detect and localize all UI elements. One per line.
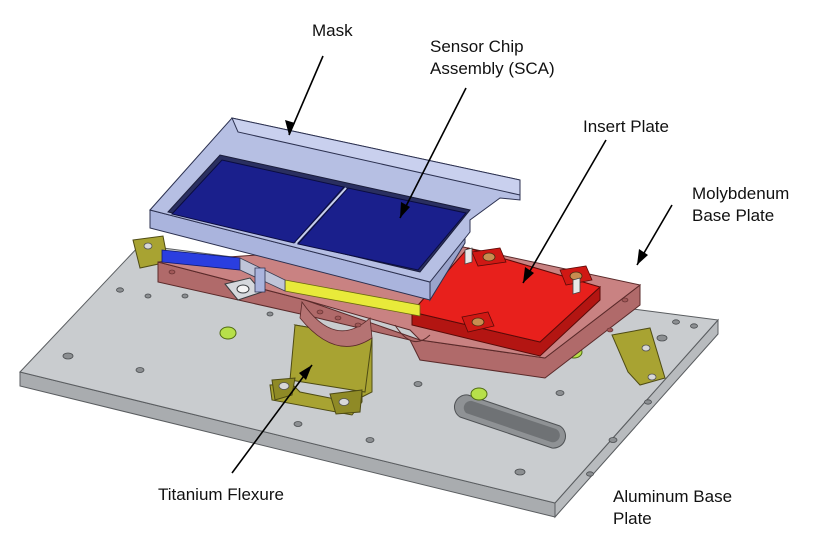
label-mask-text: Mask	[312, 21, 353, 40]
label-insert-plate-text: Insert Plate	[583, 117, 669, 136]
mount-block	[224, 247, 581, 301]
label-mask: Mask	[312, 20, 353, 42]
label-alu-line2: Plate	[613, 509, 652, 528]
arrow-titanium-flexure	[231, 364, 313, 474]
arrowhead-insert-plate	[523, 267, 534, 283]
arrow-insert-plate	[522, 139, 607, 284]
label-sca-line2: Assembly (SCA)	[430, 59, 555, 78]
arrow-mask	[288, 55, 324, 136]
arrowhead-moly-plate	[637, 249, 648, 265]
aluminum-plate-slot	[454, 394, 566, 449]
arrow-sca	[399, 87, 467, 219]
label-sensor-chip-assembly: Sensor Chip Assembly (SCA)	[430, 36, 555, 80]
titanium-flexure-right	[611, 327, 666, 386]
arrowhead-mask	[285, 120, 295, 135]
label-moly-line1: Molybdenum	[692, 184, 790, 203]
label-aluminum-base-plate: Aluminum Base Plate	[613, 486, 732, 530]
arrowhead-sca	[400, 202, 410, 218]
callout-arrowheads	[285, 120, 648, 380]
label-alu-line1: Aluminum Base	[613, 487, 733, 506]
sensor-chip-right	[297, 187, 467, 271]
mask-back-wall	[231, 117, 521, 196]
sensor-chip-left	[171, 159, 345, 244]
label-insert-plate: Insert Plate	[583, 116, 669, 138]
label-molybdenum-base-plate: Molybdenum Base Plate	[692, 183, 789, 227]
label-titanium-flexure-text: Titanium Flexure	[158, 485, 284, 504]
label-moly-line2: Base Plate	[692, 206, 775, 225]
insert-plate-pads	[461, 247, 593, 333]
aluminum-plate-holes	[62, 259, 698, 477]
label-sca-line1: Sensor Chip	[430, 37, 524, 56]
sensor-chip-assembly	[171, 159, 467, 271]
insert-plate	[411, 247, 601, 357]
arrowhead-titanium-flexure	[299, 365, 312, 380]
label-titanium-flexure: Titanium Flexure	[158, 484, 284, 506]
